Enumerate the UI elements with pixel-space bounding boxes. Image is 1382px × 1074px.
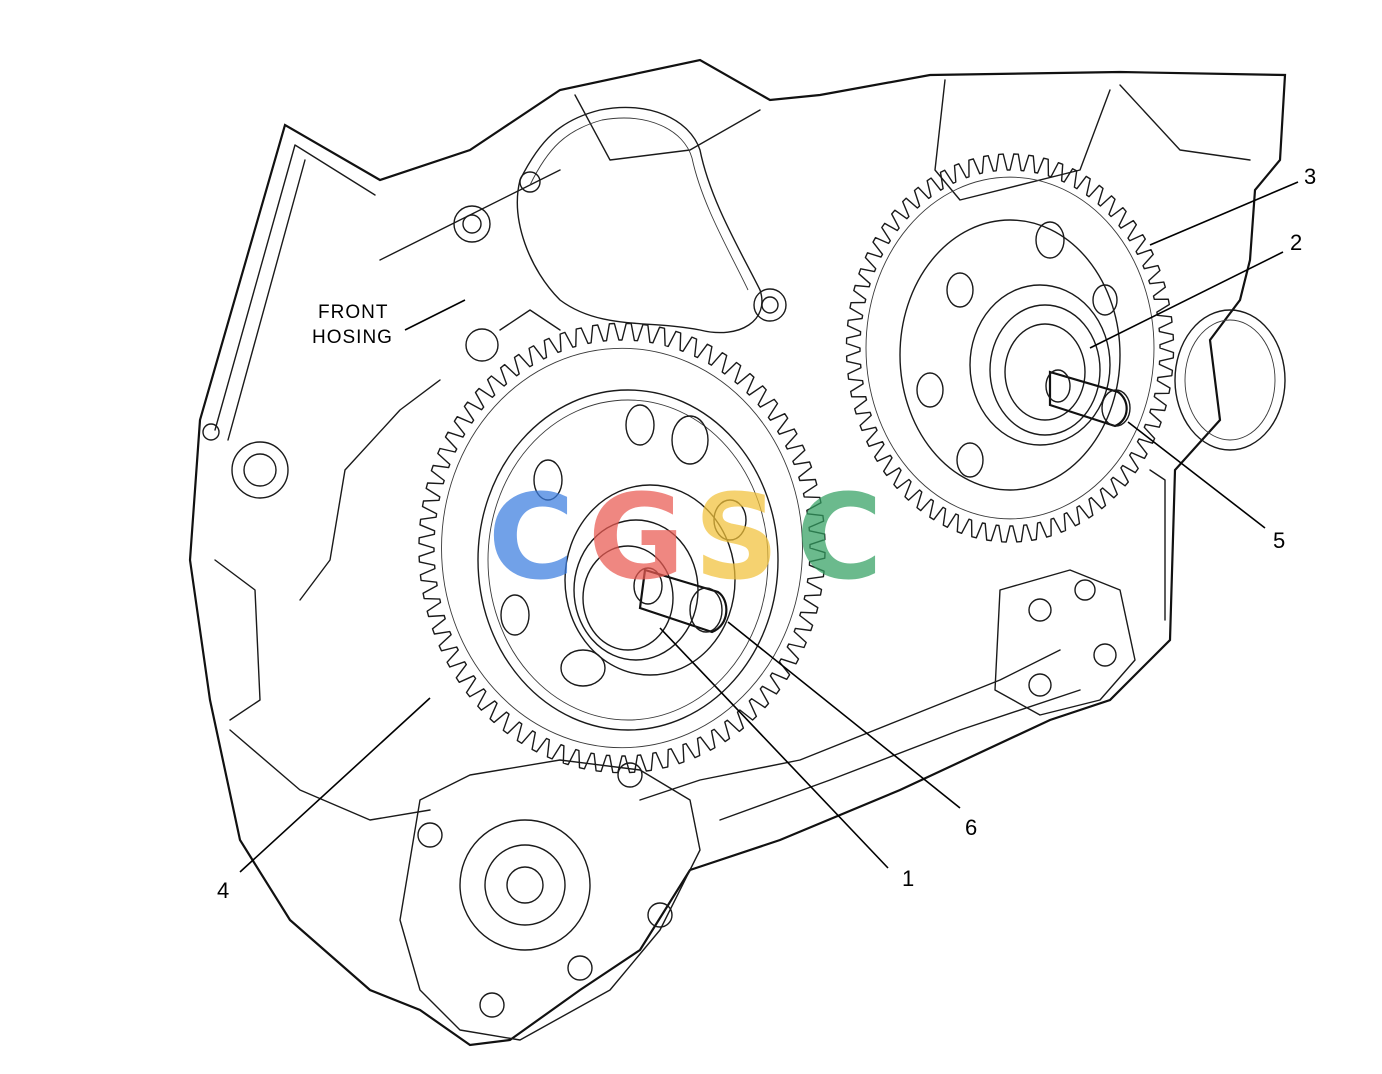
callout-1: 1 (902, 866, 914, 891)
idler-gear-hub (477, 389, 779, 731)
gear-large-teeth (418, 322, 826, 774)
callout-5: 5 (1273, 528, 1285, 553)
callout-2: 2 (1290, 230, 1302, 255)
callout-4: 4 (217, 878, 229, 903)
callout-labels: 3 2 5 6 1 4 (217, 164, 1316, 903)
watermark: C G S C (488, 468, 883, 606)
housing-label-line1: FRONT (318, 302, 388, 323)
idler-gear (418, 322, 826, 774)
callout-6: 6 (965, 815, 977, 840)
gear-right-root-circle (865, 176, 1155, 520)
leader-lines (239, 181, 1299, 873)
camshaft-gear-shaft (1045, 369, 1131, 428)
watermark-letter-c2: C (796, 468, 883, 606)
leader-1 (659, 627, 889, 869)
leader-5 (1127, 421, 1266, 529)
watermark-letter-g: G (588, 468, 685, 606)
gear-large-root-circle (441, 347, 803, 749)
camshaft-gear-hub (899, 219, 1121, 491)
watermark-letter-s: S (694, 468, 779, 606)
callout-3: 3 (1304, 164, 1316, 189)
gear-right-teeth (845, 153, 1175, 543)
leader-6 (727, 621, 961, 809)
front-housing (188, 58, 1287, 1047)
camshaft-gear (845, 153, 1175, 543)
front-housing-label: FRONT HOSING (312, 299, 466, 348)
watermark-letter-c1: C (488, 468, 575, 606)
leader-3 (1149, 181, 1299, 246)
idler-shaft (633, 567, 728, 634)
leader-4 (239, 697, 431, 873)
leader-2 (1089, 251, 1284, 349)
housing-label-line2: HOSING (312, 327, 393, 348)
